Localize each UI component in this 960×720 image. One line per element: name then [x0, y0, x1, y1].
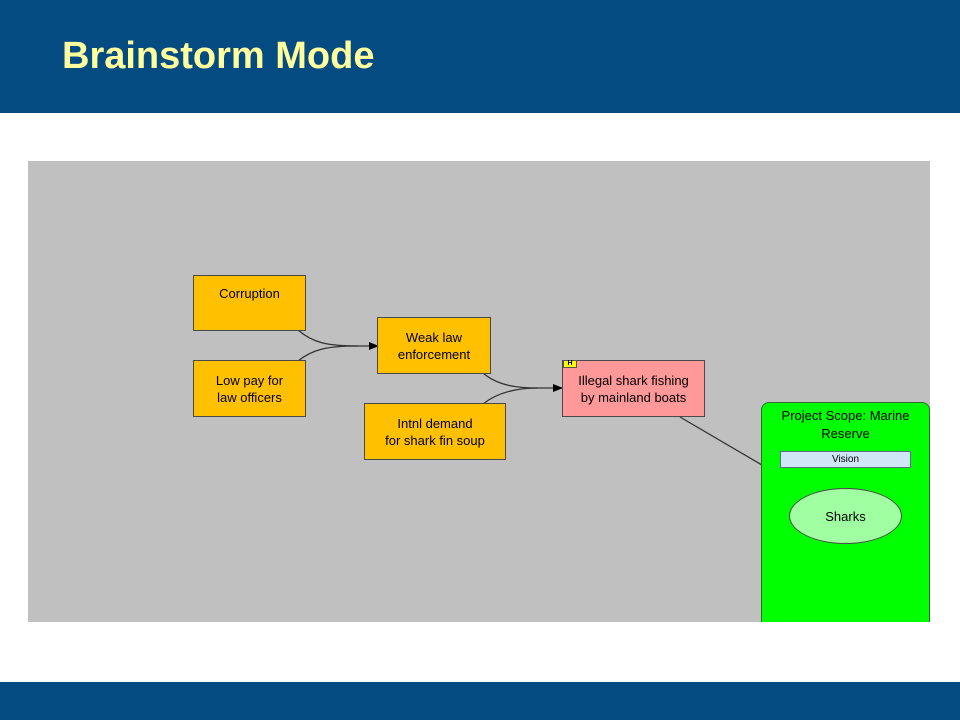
slide-footer-bar: [0, 682, 960, 720]
diagram-canvas[interactable]: Corruption Low pay for law officers Weak…: [28, 161, 930, 622]
project-scope-title: Project Scope: Marine Reserve: [781, 408, 910, 441]
factor-corruption-label: Corruption: [219, 286, 280, 301]
direct-threat-illegal-fishing[interactable]: Illegal shark fishing by mainland boats: [562, 360, 705, 417]
target-sharks[interactable]: Sharks: [789, 488, 902, 544]
threat-rating-badge: H: [563, 360, 577, 368]
slide-header-bar: Brainstorm Mode: [0, 0, 960, 113]
link-low-pay-to-weak-law[interactable]: [297, 345, 359, 362]
factor-weak-law-label: Weak law enforcement: [397, 329, 471, 362]
factor-weak-law-enforcement[interactable]: Weak law enforcement: [377, 317, 491, 374]
link-corruption-to-weak-law[interactable]: [297, 329, 379, 350]
link-intl-demand-to-threat[interactable]: [482, 387, 539, 405]
factor-corruption[interactable]: Corruption: [193, 275, 306, 331]
factor-intl-demand-label: Intnl demand for shark fin soup: [385, 415, 485, 448]
target-sharks-label: Sharks: [825, 508, 866, 524]
project-scope-box[interactable]: Project Scope: Marine Reserve Vision Sha…: [761, 402, 930, 622]
direct-threat-label: Illegal shark fishing by mainland boats: [578, 372, 689, 405]
vision-box[interactable]: Vision: [780, 451, 911, 468]
link-weak-law-to-threat[interactable]: [482, 372, 563, 392]
factor-low-pay[interactable]: Low pay for law officers: [193, 360, 306, 417]
factor-intl-demand[interactable]: Intnl demand for shark fin soup: [364, 403, 506, 460]
factor-low-pay-label: Low pay for law officers: [215, 372, 284, 405]
slide-title: Brainstorm Mode: [62, 35, 375, 77]
